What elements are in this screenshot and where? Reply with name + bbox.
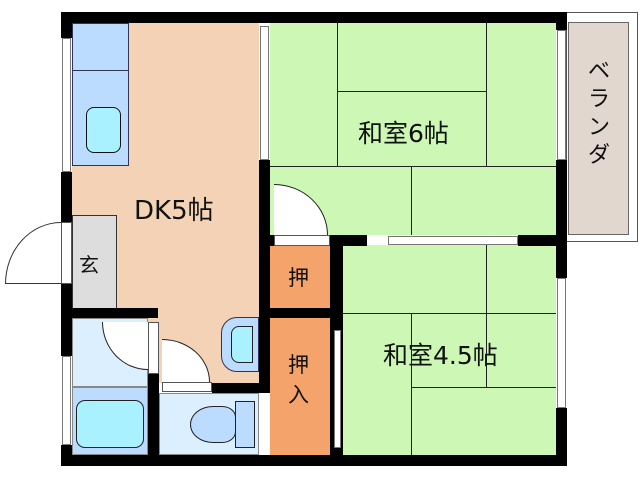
washitsu-6-label: 和室6帖 xyxy=(358,119,449,148)
veranda-label: ベランダ xyxy=(588,59,611,168)
genkan xyxy=(72,215,117,310)
oshi-small-label: 押 xyxy=(288,266,309,290)
wall-6-45-right xyxy=(518,235,567,246)
wall-top xyxy=(61,12,567,23)
toilet-bowl-icon xyxy=(190,406,236,443)
washbasin-bowl xyxy=(231,326,253,363)
oshiire-label: 押入 xyxy=(288,353,309,407)
window-dk-6 xyxy=(260,26,269,160)
wall-dk-6 xyxy=(259,160,270,393)
wall-bottom xyxy=(61,455,567,466)
washitsu-6-room xyxy=(270,23,556,235)
wall-right-bottom xyxy=(556,408,567,466)
closet-door-6 xyxy=(274,235,330,246)
wall-left-mid xyxy=(61,172,72,222)
wall-toilet-top xyxy=(212,383,270,393)
window-kitchen xyxy=(62,38,71,172)
counter-divider xyxy=(72,70,129,71)
window-45 xyxy=(557,278,566,408)
wall-bath-toilet xyxy=(148,374,159,466)
toilet-tank-icon xyxy=(235,401,255,448)
toilet-door-opening xyxy=(162,382,212,392)
washitsu-45-room xyxy=(343,245,556,455)
oshi-small xyxy=(270,246,330,308)
window-bath xyxy=(62,356,71,445)
entrance-door-opening xyxy=(61,222,72,284)
wall-left-bottom xyxy=(61,445,72,466)
wall-right-mid xyxy=(556,160,567,278)
wall-left-lower xyxy=(61,284,72,356)
entrance-door-icon xyxy=(5,222,61,284)
washitsu-45-label: 和室4.5帖 xyxy=(383,341,498,370)
wall-left-top xyxy=(61,12,72,38)
oshiire xyxy=(270,318,330,455)
window-oshi-45 xyxy=(334,330,341,448)
veranda xyxy=(568,22,629,235)
washroom-door-opening xyxy=(148,322,159,374)
genkan-label: 玄 xyxy=(79,253,99,277)
window-veranda xyxy=(557,30,566,160)
sliding-door-6-45 xyxy=(388,236,518,245)
bathtub-icon xyxy=(76,400,144,448)
wall-right-top xyxy=(556,12,567,30)
wall-oshi-split xyxy=(270,308,330,318)
sink-icon xyxy=(86,107,121,153)
dk-label: DK5帖 xyxy=(134,196,214,226)
wall-genkan-bath xyxy=(61,308,158,318)
